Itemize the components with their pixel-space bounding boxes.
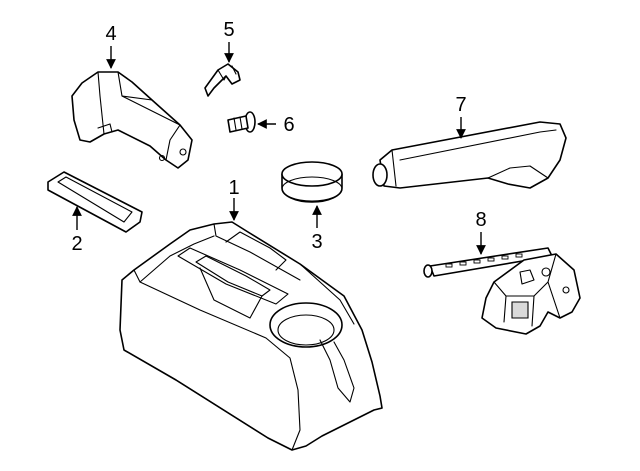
- callout-6: 6: [283, 114, 294, 136]
- part-8-lever-mechanism[interactable]: [423, 247, 581, 335]
- part-4-bracket[interactable]: [71, 71, 193, 169]
- part-5-clip[interactable]: [204, 63, 241, 97]
- part-3-cup-insert[interactable]: [281, 161, 343, 203]
- callout-3: 3: [311, 231, 322, 253]
- callout-8: 8: [475, 209, 486, 231]
- callout-labels: 4 5 6 7 2 1 3 8: [71, 19, 486, 255]
- part-7-handle-grip[interactable]: [372, 121, 567, 189]
- callout-7: 7: [455, 94, 466, 116]
- callout-5: 5: [223, 19, 234, 41]
- callout-4: 4: [105, 23, 116, 45]
- leader-lines: [72, 42, 486, 255]
- part-2-trim-pad[interactable]: [47, 171, 143, 233]
- part-6-push-pin[interactable]: [227, 111, 256, 133]
- callout-1: 1: [228, 177, 239, 199]
- part-1-center-console[interactable]: [119, 221, 383, 451]
- callout-2: 2: [71, 233, 82, 255]
